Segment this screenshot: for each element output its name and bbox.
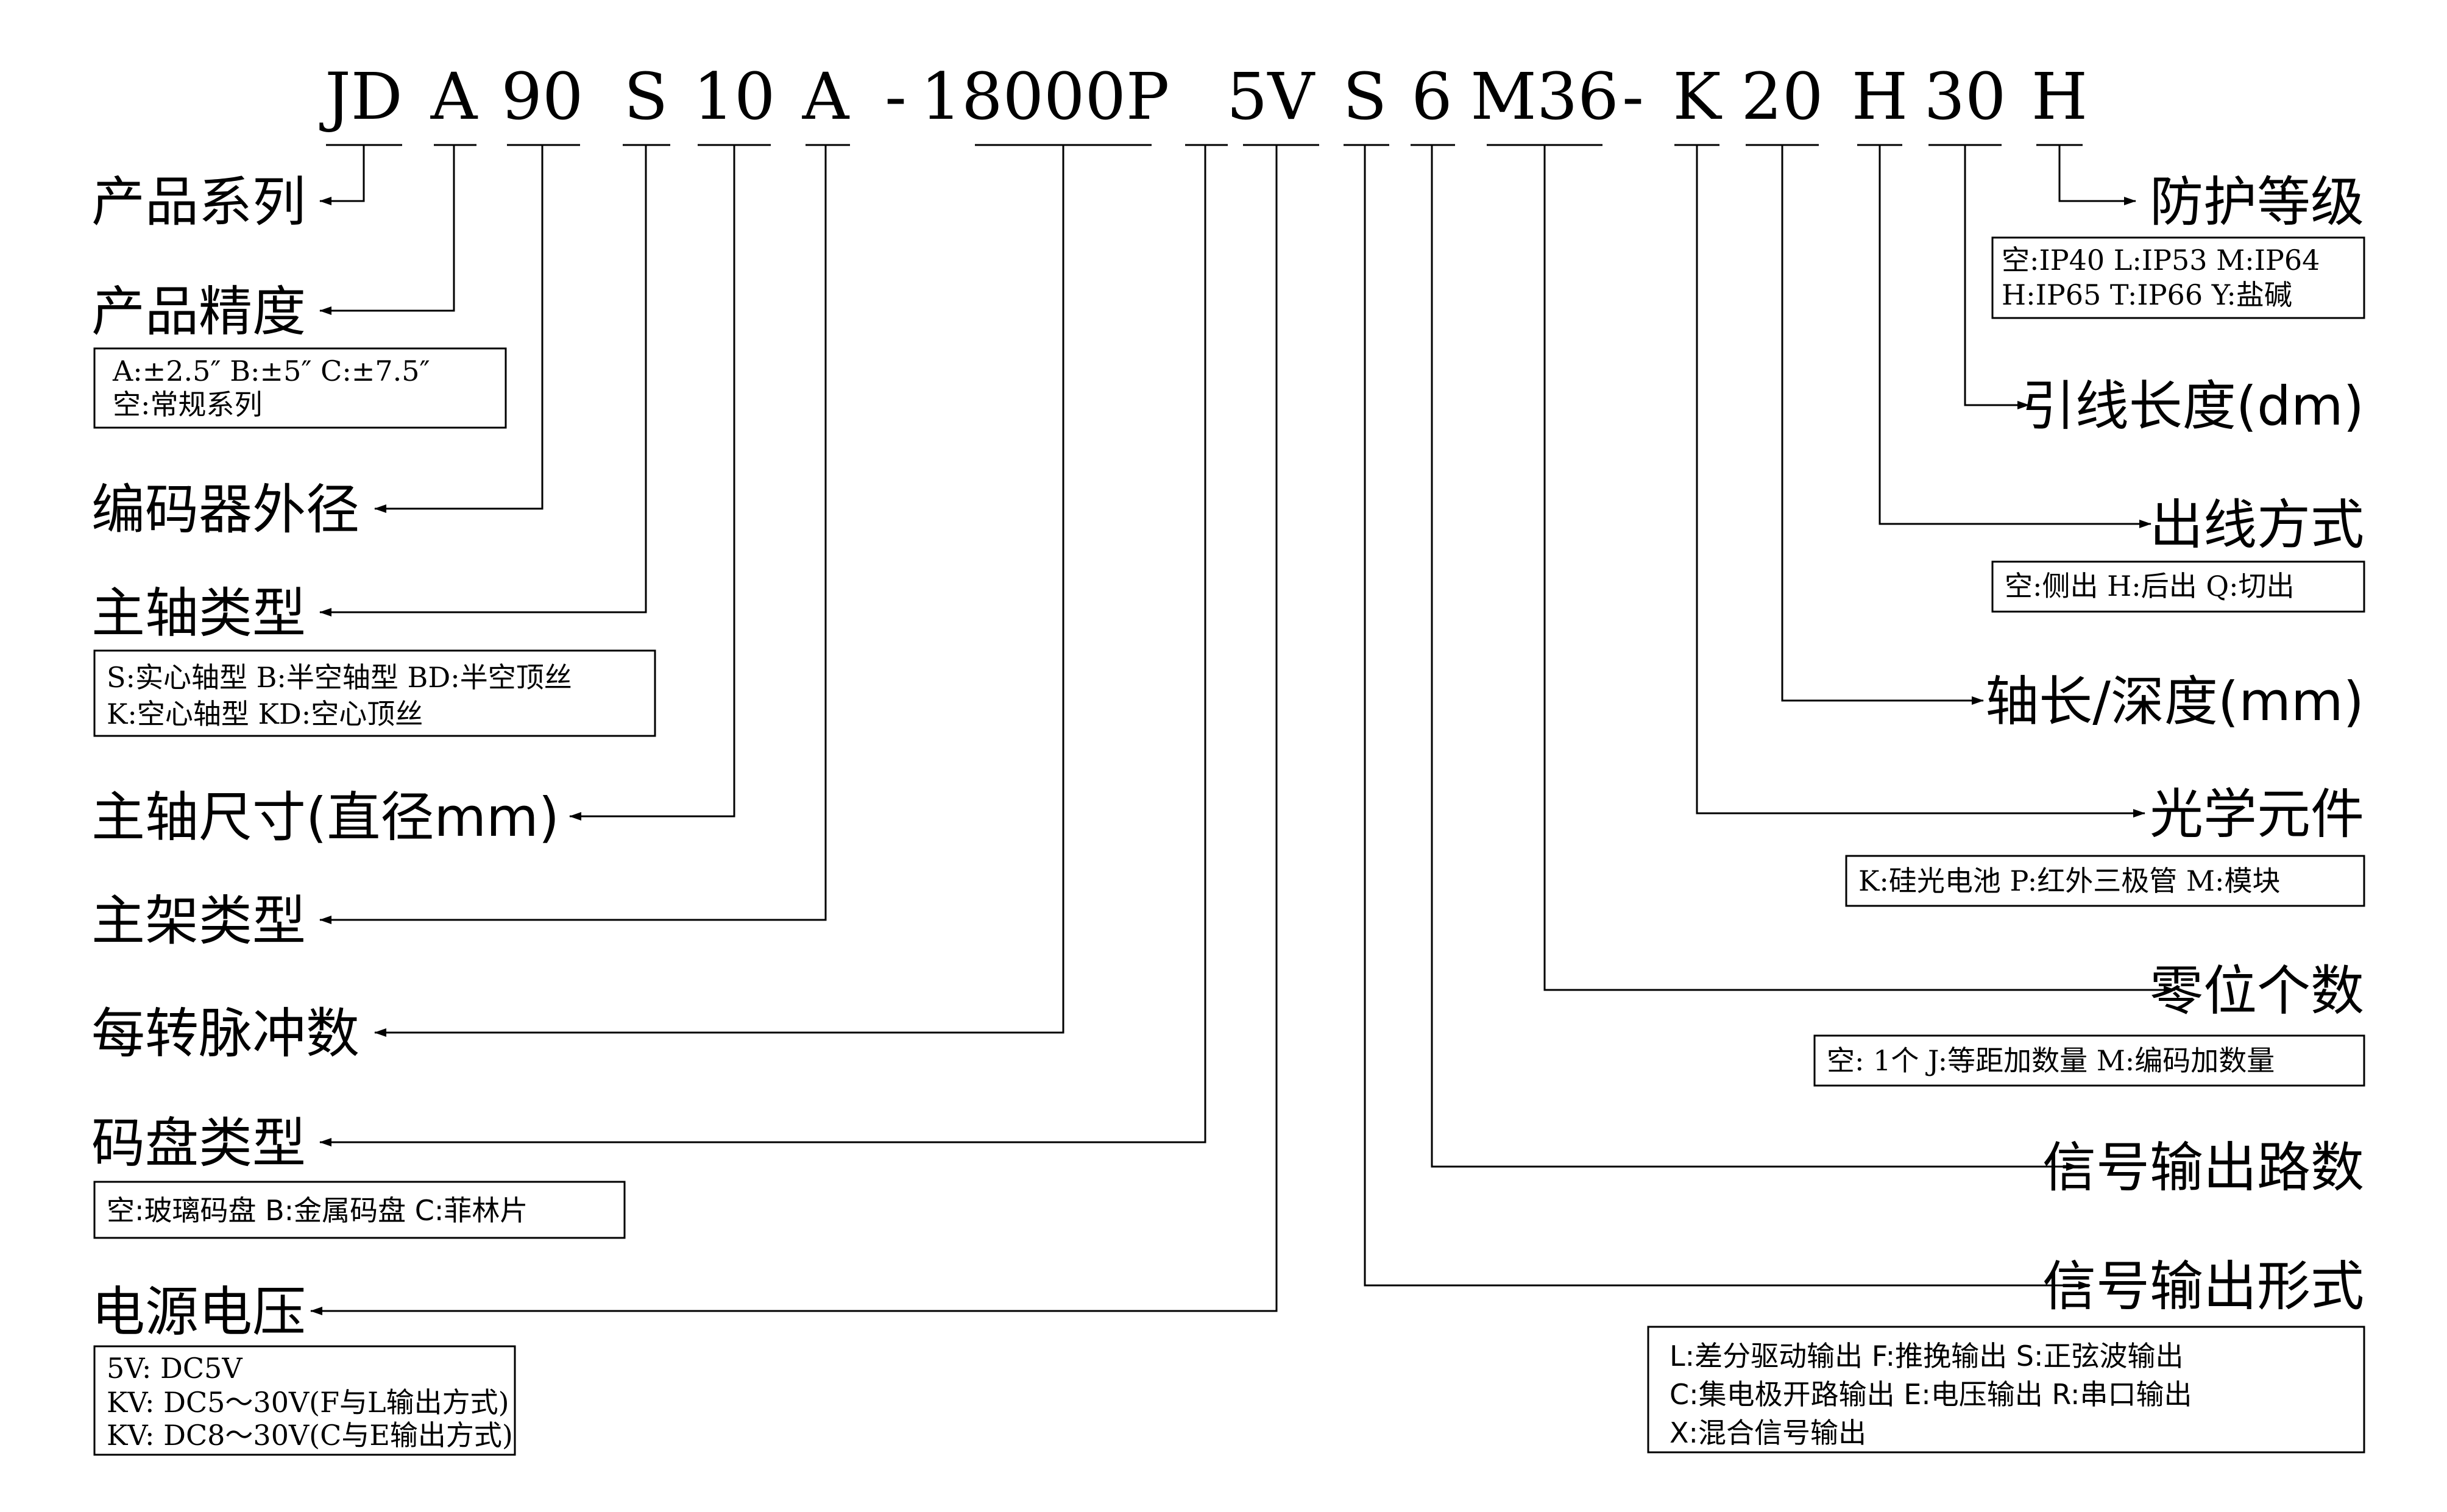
code-protection: H — [2031, 59, 2088, 134]
code-shaft-size: 10 — [693, 59, 776, 134]
label-precision: 产品精度 — [91, 280, 306, 343]
label-optics: 光学元件 — [2150, 783, 2364, 846]
note-shaft-type-line-2: K:空心轴型 KD:空心顶丝 — [107, 698, 423, 730]
code-channels: 6 — [1411, 59, 1452, 134]
note-voltage-line-3: KV: DC8～30V(C与E输出方式) — [107, 1419, 513, 1452]
code-dash-2: - — [1622, 59, 1644, 134]
note-protection-line-1: 空:IP40 L:IP53 M:IP64 — [2002, 244, 2320, 277]
note-protection-line-2: H:IP65 T:IP66 Y:盐碱 — [2002, 278, 2292, 311]
code-lead-len: 30 — [1924, 59, 2006, 134]
note-box-output-form: L:差分驱动输出 F:推挽输出 S:正弦波输出 C:集电极开路输出 E:电压输出… — [1647, 1326, 2365, 1454]
label-outlet: 出线方式 — [2150, 493, 2364, 556]
code-dash-1: - — [885, 59, 907, 134]
label-frame: 主架类型 — [91, 889, 306, 952]
label-series: 产品系列 — [91, 171, 306, 233]
label-shaft-type: 主轴类型 — [91, 582, 306, 645]
leaders-right — [1364, 145, 2176, 1290]
note-output-form-line-2: C:集电极开路输出 E:电压输出 R:串口输出 — [1670, 1378, 2192, 1411]
code-optics: K — [1673, 59, 1722, 134]
label-ppr: 每转脉冲数 — [91, 1002, 359, 1065]
note-disc-line-1: 空:玻璃码盘 B:金属码盘 C:菲林片 — [107, 1194, 528, 1227]
note-box-voltage: 5V: DC5V KV: DC5～30V(F与L输出方式) KV: DC8～30… — [93, 1345, 516, 1456]
note-voltage-line-2: KV: DC5～30V(F与L输出方式) — [107, 1386, 509, 1419]
code-output-form: S — [1343, 59, 1387, 134]
note-output-form-line-3: X:混合信号输出 — [1670, 1416, 1866, 1449]
code-ppr: 18000P — [921, 59, 1170, 134]
label-voltage: 电源电压 — [91, 1281, 306, 1343]
code-frame: A — [802, 59, 850, 134]
note-box-disc: 空:玻璃码盘 B:金属码盘 C:菲林片 — [93, 1181, 626, 1239]
note-box-protection: 空:IP40 L:IP53 M:IP64 H:IP65 T:IP66 Y:盐碱 — [1991, 236, 2365, 319]
code-zero: M36 — [1470, 59, 1618, 134]
note-optics-line-1: K:硅光电池 P:红外三极管 M:模块 — [1858, 864, 2281, 897]
label-channels: 信号输出路数 — [2042, 1136, 2364, 1199]
label-shaft-len: 轴长/深度(mm) — [1985, 670, 2364, 733]
note-box-optics: K:硅光电池 P:红外三极管 M:模块 — [1845, 855, 2365, 907]
note-box-shaft-type: S:实心轴型 B:半空轴型 BD:半空顶丝 K:空心轴型 KD:空心顶丝 — [93, 649, 656, 737]
code-outlet: H — [1852, 59, 1908, 134]
note-output-form-line-1: L:差分驱动输出 F:推挽输出 S:正弦波输出 — [1670, 1340, 2183, 1372]
note-box-precision: A:±2.5″ B:±5″ C:±7.5″ 空:常规系列 — [93, 347, 507, 429]
note-zero-line-1: 空: 1个 J:等距加数量 M:编码加数量 — [1827, 1044, 2275, 1077]
leaders-left — [310, 145, 1278, 1315]
note-precision-line-1: A:±2.5″ B:±5″ C:±7.5″ — [112, 355, 430, 387]
code-jd: JD — [319, 59, 402, 134]
model-code: JD A 90 S 10 A - 18000P 5V S 6 M36 - K 2… — [319, 59, 2088, 134]
label-zero: 零位个数 — [2150, 959, 2364, 1022]
label-output-form: 信号输出形式 — [2042, 1255, 2364, 1318]
note-voltage-line-1: 5V: DC5V — [107, 1352, 243, 1385]
label-shaft-size: 主轴尺寸(直径mm) — [91, 786, 559, 849]
code-voltage: 5V — [1227, 59, 1316, 134]
code-shaft-len: 20 — [1741, 59, 1824, 134]
label-diameter: 编码器外径 — [91, 478, 359, 541]
code-diameter: 90 — [501, 59, 584, 134]
label-disc: 码盘类型 — [91, 1112, 306, 1175]
note-outlet-line-1: 空:侧出 H:后出 Q:切出 — [2005, 570, 2295, 602]
note-shaft-type-line-1: S:实心轴型 B:半空轴型 BD:半空顶丝 — [107, 661, 572, 694]
note-box-outlet: 空:侧出 H:后出 Q:切出 — [1991, 560, 2365, 613]
code-precision: A — [430, 59, 478, 134]
note-precision-line-2: 空:常规系列 — [113, 388, 263, 421]
label-protection: 防护等级 — [2150, 171, 2364, 233]
label-lead-len: 引线长度(dm) — [2022, 375, 2364, 437]
note-box-zero: 空: 1个 J:等距加数量 M:编码加数量 — [1813, 1034, 2365, 1087]
code-shaft-type: S — [624, 59, 668, 134]
